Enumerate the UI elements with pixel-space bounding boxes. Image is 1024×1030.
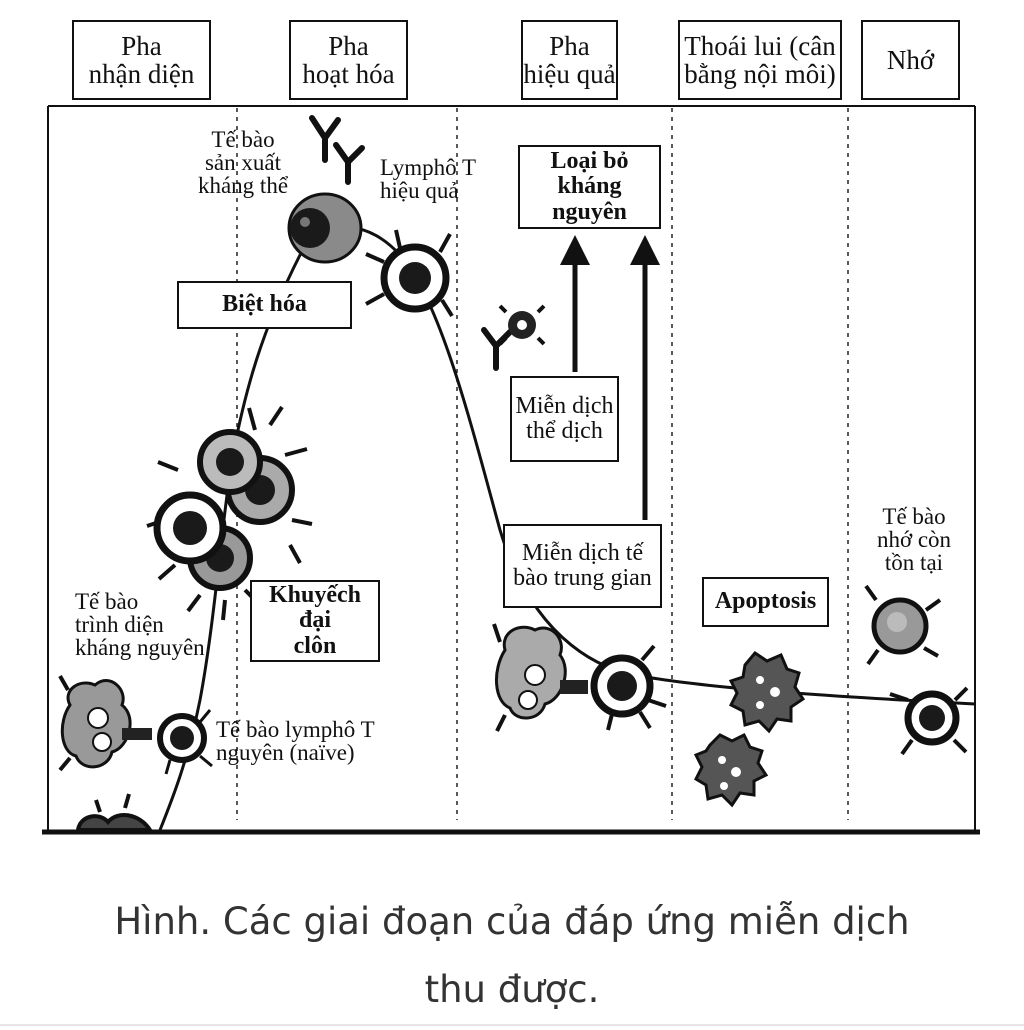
antigen-removal-box: Loại bỏ kháng nguyên bbox=[518, 145, 661, 229]
phase-contraction-box: Thoái lui (cân bằng nội môi) bbox=[678, 20, 842, 100]
diagram-frame bbox=[42, 105, 980, 835]
effector-apc-icon bbox=[492, 623, 588, 732]
naive-t-cell-icon bbox=[157, 709, 213, 775]
naive-t-label: Tế bào lymphô T nguyên (naïve) bbox=[216, 717, 375, 765]
apoptotic-cell-2-icon bbox=[693, 732, 769, 808]
apoptosis-box: Apoptosis bbox=[702, 577, 829, 627]
humoral-immunity-box: Miễn dịch thể dịch bbox=[510, 376, 619, 462]
figure-caption: Hình. Các giai đoạn của đáp ứng miễn dịc… bbox=[114, 900, 910, 1011]
memory-cell-label: Tế bào nhớ còn tồn tại bbox=[876, 504, 952, 575]
memory-t-cell-icon bbox=[889, 686, 969, 756]
effector-t-cell-icon bbox=[365, 229, 454, 318]
antibody-icon bbox=[309, 115, 513, 371]
phase-memory-box: Nhớ bbox=[861, 20, 960, 100]
diagram-canvas bbox=[42, 105, 980, 835]
clonal-expansion-box: Khuyếch đại clôn bbox=[250, 580, 380, 662]
effector-t-cell-2-icon bbox=[590, 644, 667, 731]
clonal-cell-cluster-icon bbox=[146, 405, 313, 621]
apc-label: Tế bào trình diện kháng nguyên bbox=[75, 589, 205, 660]
phase-recognition-box: Pha nhận diện bbox=[72, 20, 211, 100]
cell-mediated-immunity-box: Miễn dịch tế bào trung gian bbox=[503, 524, 662, 608]
effector-t-label: Lymphô T hiệu quả bbox=[380, 155, 477, 203]
phase-effector-box: Pha hiệu quả bbox=[521, 20, 618, 100]
antibody-cell-label: Tế bào sản xuất kháng thể bbox=[197, 127, 289, 198]
antigen-presenting-cell-icon bbox=[58, 675, 152, 772]
phase-activation-box: Pha hoạt hóa bbox=[289, 20, 408, 100]
apoptotic-cell-icon bbox=[728, 651, 806, 734]
bottom-divider bbox=[0, 1024, 1024, 1026]
plasma-cell-icon bbox=[287, 192, 363, 264]
antigen-icon bbox=[498, 304, 546, 346]
partial-cells-icon bbox=[75, 793, 154, 832]
differentiation-box: Biệt hóa bbox=[177, 281, 352, 329]
phase-dividers bbox=[236, 108, 849, 820]
memory-cell-icon bbox=[864, 584, 942, 666]
